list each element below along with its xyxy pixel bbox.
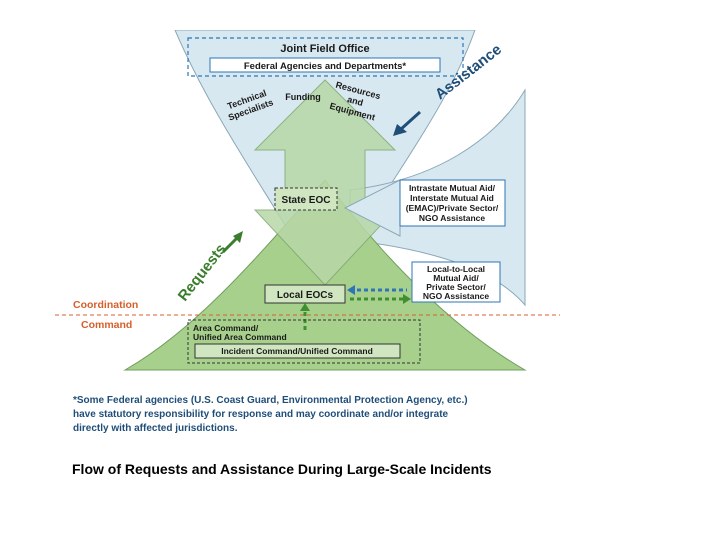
figure-caption: Flow of Requests and Assistance During L… xyxy=(72,461,492,477)
footnote-line-2: have statutory responsibility for respon… xyxy=(73,409,449,420)
local-eocs-label: Local EOCs xyxy=(277,290,334,301)
intrastate-aid-box xyxy=(399,179,506,227)
incident-command-box xyxy=(194,343,401,359)
incident-command-label: Incident Command/Unified Command xyxy=(221,346,373,356)
assistance-arrow-line xyxy=(398,110,422,132)
and-label: and xyxy=(346,94,364,108)
local-aid-line-3: Private Sector/ xyxy=(426,282,486,292)
local-aid-box xyxy=(411,261,501,303)
federal-agencies-box xyxy=(209,57,441,73)
area-command-line-1: Area Command/ xyxy=(193,323,259,333)
flow-diagram: Joint Field Office Federal Agencies and … xyxy=(55,29,560,434)
requests-arrowhead xyxy=(233,231,243,243)
command-to-local-arrowhead xyxy=(300,303,310,311)
state-eoc-box xyxy=(274,187,338,211)
intrastate-line-2: Interstate Mutual Aid xyxy=(410,193,494,203)
area-command-line-2: Unified Area Command xyxy=(193,332,287,342)
command-label: Command xyxy=(81,319,132,331)
requests-arrow-line xyxy=(221,236,239,254)
local-aid-line-4: NGO Assistance xyxy=(423,291,490,301)
local-aid-line-2: Mutual Aid/ xyxy=(433,273,479,283)
coordination-label: Coordination xyxy=(73,299,138,311)
local-request-arrowhead xyxy=(403,294,411,304)
joint-field-office-label: Joint Field Office xyxy=(280,43,369,55)
assistance-arrowhead xyxy=(393,124,407,136)
footnote-line-3: directly with affected jurisdictions. xyxy=(73,423,238,434)
funding-label: Funding xyxy=(285,92,321,102)
intrastate-line-3: (EMAC)/Private Sector/ xyxy=(406,203,499,213)
local-assistance-arrowhead xyxy=(347,285,355,295)
footnote-line-1: *Some Federal agencies (U.S. Coast Guard… xyxy=(73,395,468,406)
state-eoc-label: State EOC xyxy=(282,195,331,206)
intrastate-line-4: NGO Assistance xyxy=(419,213,486,223)
local-aid-line-1: Local-to-Local xyxy=(427,264,485,274)
intrastate-line-1: Intrastate Mutual Aid/ xyxy=(409,183,496,193)
area-command-box xyxy=(187,319,421,364)
diagram-panel: Joint Field Office Federal Agencies and … xyxy=(55,29,560,455)
federal-agencies-label: Federal Agencies and Departments* xyxy=(244,61,407,72)
joint-field-office-box xyxy=(187,37,464,77)
